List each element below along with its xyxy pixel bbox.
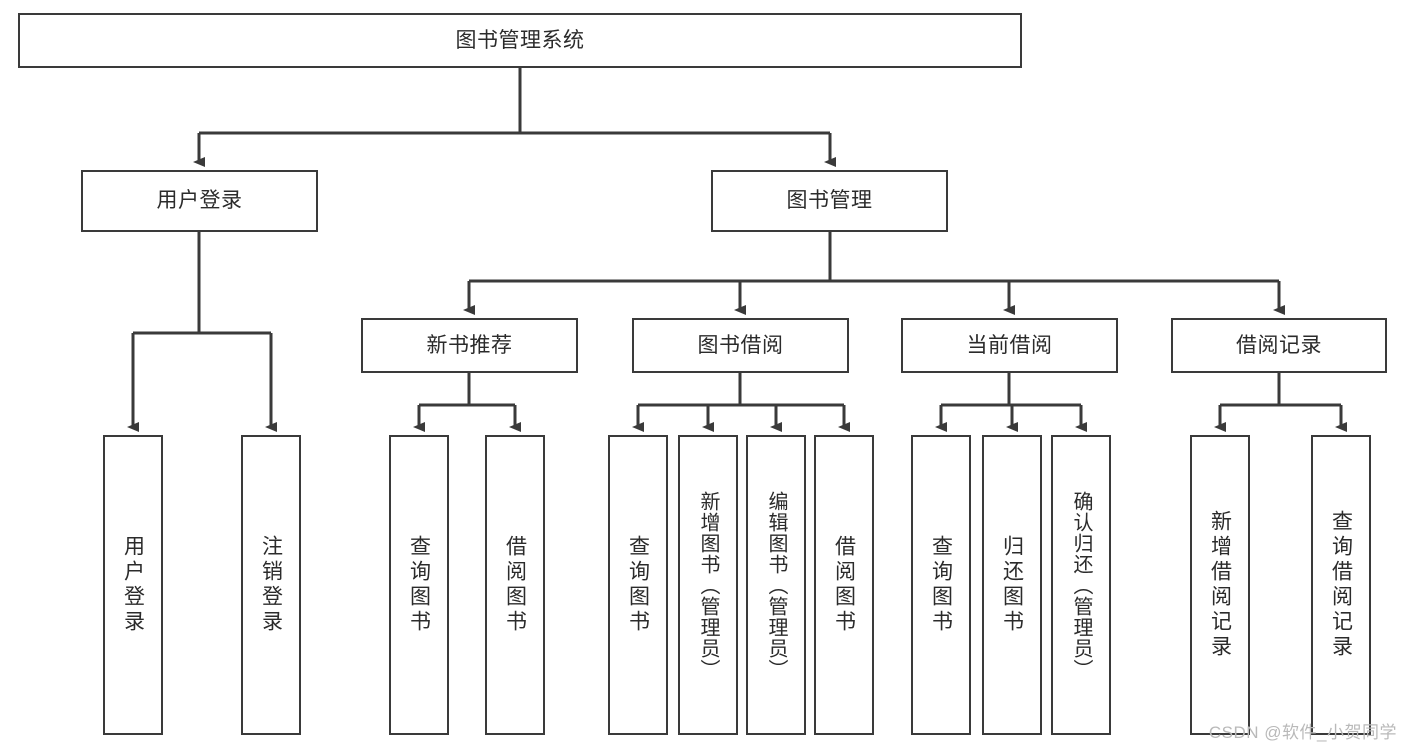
node-leaf-user-login-label: 用户登录 (121, 535, 145, 635)
node-leaf-query-record[interactable]: 查询借阅记录 (1311, 435, 1371, 735)
node-leaf-confirm-return[interactable]: 确认归还（管理员） (1051, 435, 1111, 735)
node-leaf-edit-book-label: 编辑图书（管理员） (765, 490, 787, 680)
node-new-book-recommend-label: 新书推荐 (426, 333, 513, 357)
node-book-borrow-label: 图书借阅 (697, 333, 784, 357)
node-leaf-query-book-1-label: 查询图书 (407, 535, 431, 635)
node-new-book-recommend[interactable]: 新书推荐 (361, 318, 578, 373)
node-leaf-borrow-book-1-label: 借阅图书 (503, 535, 527, 635)
node-user-login[interactable]: 用户登录 (81, 170, 318, 232)
watermark-text: CSDN @软件_小贺同学 (1208, 723, 1397, 742)
node-leaf-borrow-book-2[interactable]: 借阅图书 (814, 435, 874, 735)
node-leaf-query-book-3-label: 查询图书 (929, 535, 953, 635)
node-leaf-query-record-label: 查询借阅记录 (1329, 510, 1353, 660)
node-current-borrow[interactable]: 当前借阅 (901, 318, 1118, 373)
node-leaf-return-book[interactable]: 归还图书 (982, 435, 1042, 735)
node-leaf-user-login[interactable]: 用户登录 (103, 435, 163, 735)
node-leaf-borrow-book-1[interactable]: 借阅图书 (485, 435, 545, 735)
node-root-label: 图书管理系统 (455, 28, 585, 52)
node-leaf-query-book-3[interactable]: 查询图书 (911, 435, 971, 735)
node-root[interactable]: 图书管理系统 (18, 13, 1022, 68)
node-leaf-return-book-label: 归还图书 (1000, 535, 1024, 635)
node-book-borrow[interactable]: 图书借阅 (632, 318, 849, 373)
node-borrow-record-label: 借阅记录 (1236, 333, 1322, 357)
node-leaf-query-book-1[interactable]: 查询图书 (389, 435, 449, 735)
node-leaf-edit-book[interactable]: 编辑图书（管理员） (746, 435, 806, 735)
node-leaf-user-logout-label: 注销登录 (259, 535, 283, 635)
node-leaf-add-book[interactable]: 新增图书（管理员） (678, 435, 738, 735)
node-leaf-add-record[interactable]: 新增借阅记录 (1190, 435, 1250, 735)
node-user-login-label: 用户登录 (156, 189, 243, 213)
node-leaf-confirm-return-label: 确认归还（管理员） (1070, 490, 1092, 680)
node-book-manage[interactable]: 图书管理 (711, 170, 948, 232)
node-current-borrow-label: 当前借阅 (966, 333, 1053, 357)
node-leaf-borrow-book-2-label: 借阅图书 (832, 535, 856, 635)
node-borrow-record[interactable]: 借阅记录 (1171, 318, 1387, 373)
node-leaf-add-book-label: 新增图书（管理员） (697, 490, 719, 680)
node-book-manage-label: 图书管理 (786, 189, 873, 213)
node-leaf-user-logout[interactable]: 注销登录 (241, 435, 301, 735)
node-leaf-query-book-2-label: 查询图书 (626, 535, 650, 635)
node-leaf-query-book-2[interactable]: 查询图书 (608, 435, 668, 735)
node-leaf-add-record-label: 新增借阅记录 (1208, 510, 1232, 660)
